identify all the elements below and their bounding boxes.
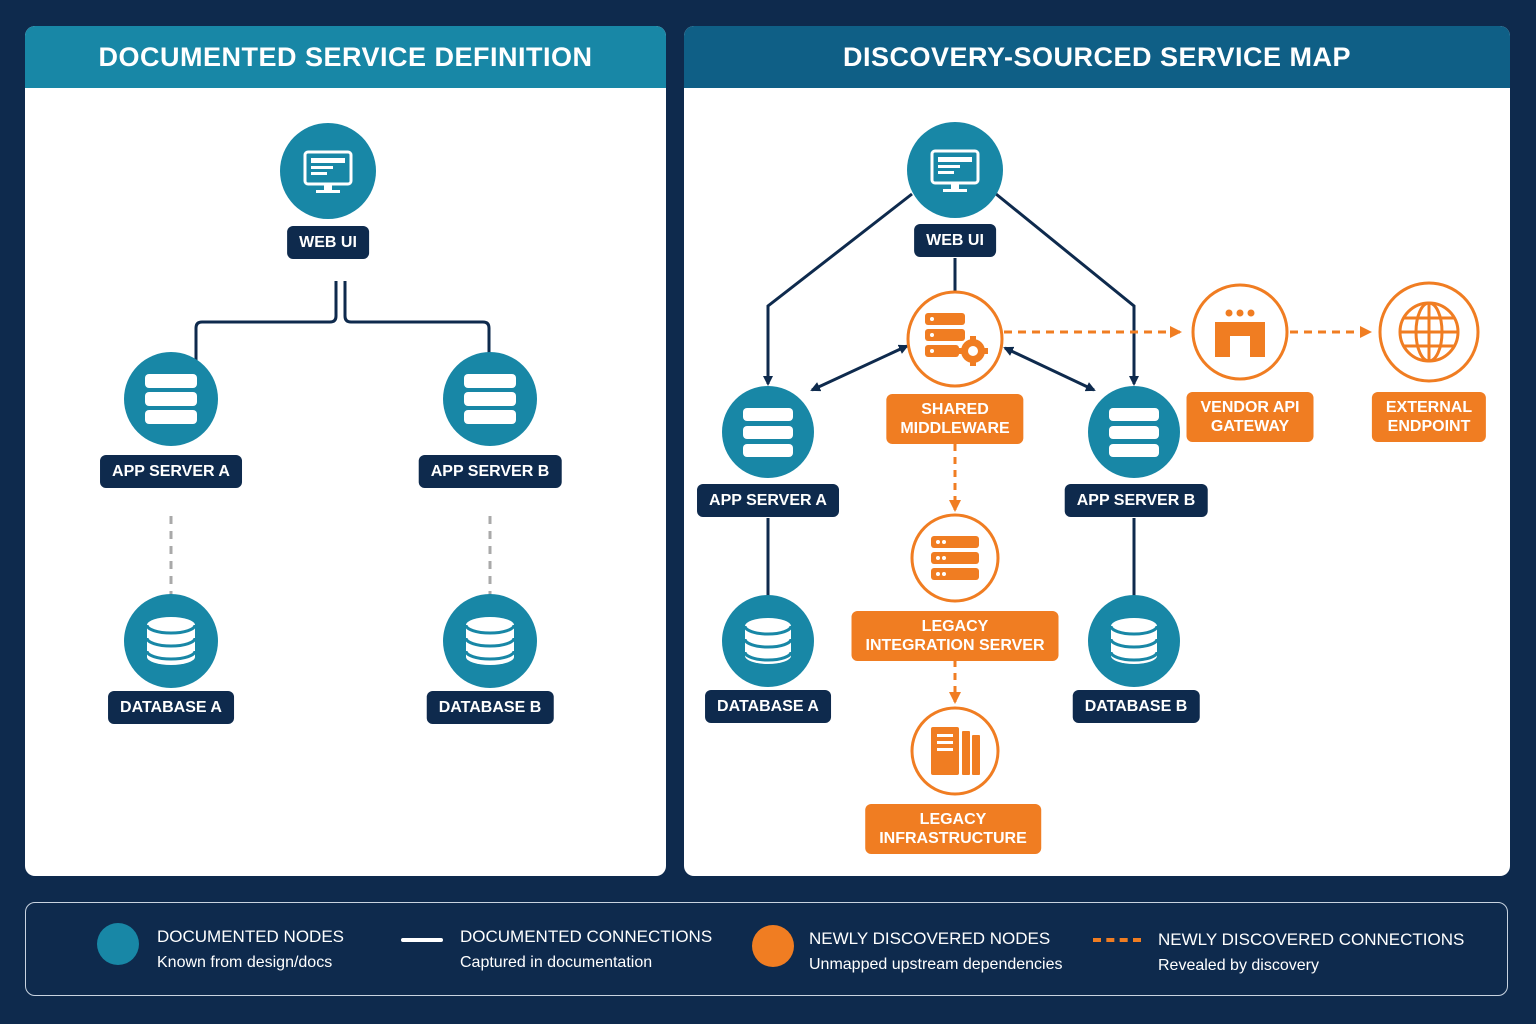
server-stack-icon (464, 374, 516, 424)
database-icon (743, 616, 793, 666)
web-ui-node (280, 123, 376, 219)
legend-subtitle: Revealed by discovery (1158, 957, 1319, 974)
connection-middleware-app-b (1003, 346, 1096, 392)
app-server-a-node (124, 352, 218, 446)
app-server-b-node (443, 352, 537, 446)
legend-title: NEWLY DISCOVERED CONNECTIONS (1158, 930, 1465, 949)
legend: DOCUMENTED NODES Known from design/docs … (25, 902, 1508, 996)
database-a-label: DATABASE A (108, 691, 234, 724)
panel-title: DOCUMENTED SERVICE DEFINITION (25, 26, 666, 88)
external-endpoint-node (1378, 281, 1480, 383)
shared-middleware-node (906, 290, 1004, 388)
documented-service-panel: DOCUMENTED SERVICE DEFINITION (25, 26, 666, 876)
rack-icon (931, 727, 980, 775)
panel-title: DISCOVERY-SOURCED SERVICE MAP (684, 26, 1510, 88)
database-icon (1109, 616, 1159, 666)
server-gear-icon (925, 313, 988, 366)
server-stack-icon (931, 536, 979, 580)
app-server-b-label: APP SERVER B (418, 455, 562, 488)
legacy-integration-server-node (910, 513, 1000, 603)
app-server-b-node (1088, 386, 1180, 478)
database-b-node (443, 594, 537, 688)
web-ui-node (907, 122, 1003, 218)
connection-webui-app-a (763, 192, 913, 386)
legend-subtitle: Known from design/docs (157, 954, 333, 971)
server-stack-icon (1109, 408, 1159, 457)
database-b-node (1088, 595, 1180, 687)
documented-connection-swatch (401, 938, 443, 942)
database-b-label: DATABASE B (426, 691, 554, 724)
vendor-api-gateway-node (1191, 283, 1289, 381)
database-a-label: DATABASE A (705, 690, 831, 723)
globe-icon (1398, 301, 1460, 363)
discovered-connection-swatch (1093, 938, 1141, 942)
legend-title: DOCUMENTED CONNECTIONS (460, 927, 713, 946)
app-server-a-label: APP SERVER A (697, 484, 839, 517)
database-a-node (722, 595, 814, 687)
connection-middleware-app-a (810, 344, 909, 392)
legacy-infrastructure-node (910, 706, 1000, 796)
database-a-node (124, 594, 218, 688)
legend-subtitle: Unmapped upstream dependencies (809, 956, 1063, 973)
discovery-service-panel: DISCOVERY-SOURCED SERVICE MAP (684, 26, 1510, 876)
app-server-a-label: APP SERVER A (100, 455, 242, 488)
connection-webui-app-a (194, 281, 338, 378)
legend-title: NEWLY DISCOVERED NODES (809, 929, 1051, 948)
api-gateway-icon (1215, 309, 1265, 357)
connection-webui-app-b (995, 192, 1139, 386)
discovered-node-swatch (752, 925, 794, 967)
documented-diagram (124, 123, 537, 688)
app-server-b-label: APP SERVER B (1064, 484, 1208, 517)
connection-webui-app-b (343, 281, 491, 378)
app-server-a-node (722, 386, 814, 478)
server-stack-icon (145, 374, 197, 424)
web-ui-label: WEB UI (287, 226, 369, 259)
database-icon (145, 615, 197, 667)
documented-node-swatch (97, 923, 139, 965)
database-icon (464, 615, 516, 667)
legend-title: DOCUMENTED NODES (157, 927, 345, 946)
database-b-label: DATABASE B (1072, 690, 1200, 723)
server-stack-icon (743, 408, 793, 457)
web-ui-label: WEB UI (914, 224, 996, 257)
discovery-diagram (722, 122, 1480, 796)
legend-subtitle: Captured in documentation (460, 954, 653, 971)
